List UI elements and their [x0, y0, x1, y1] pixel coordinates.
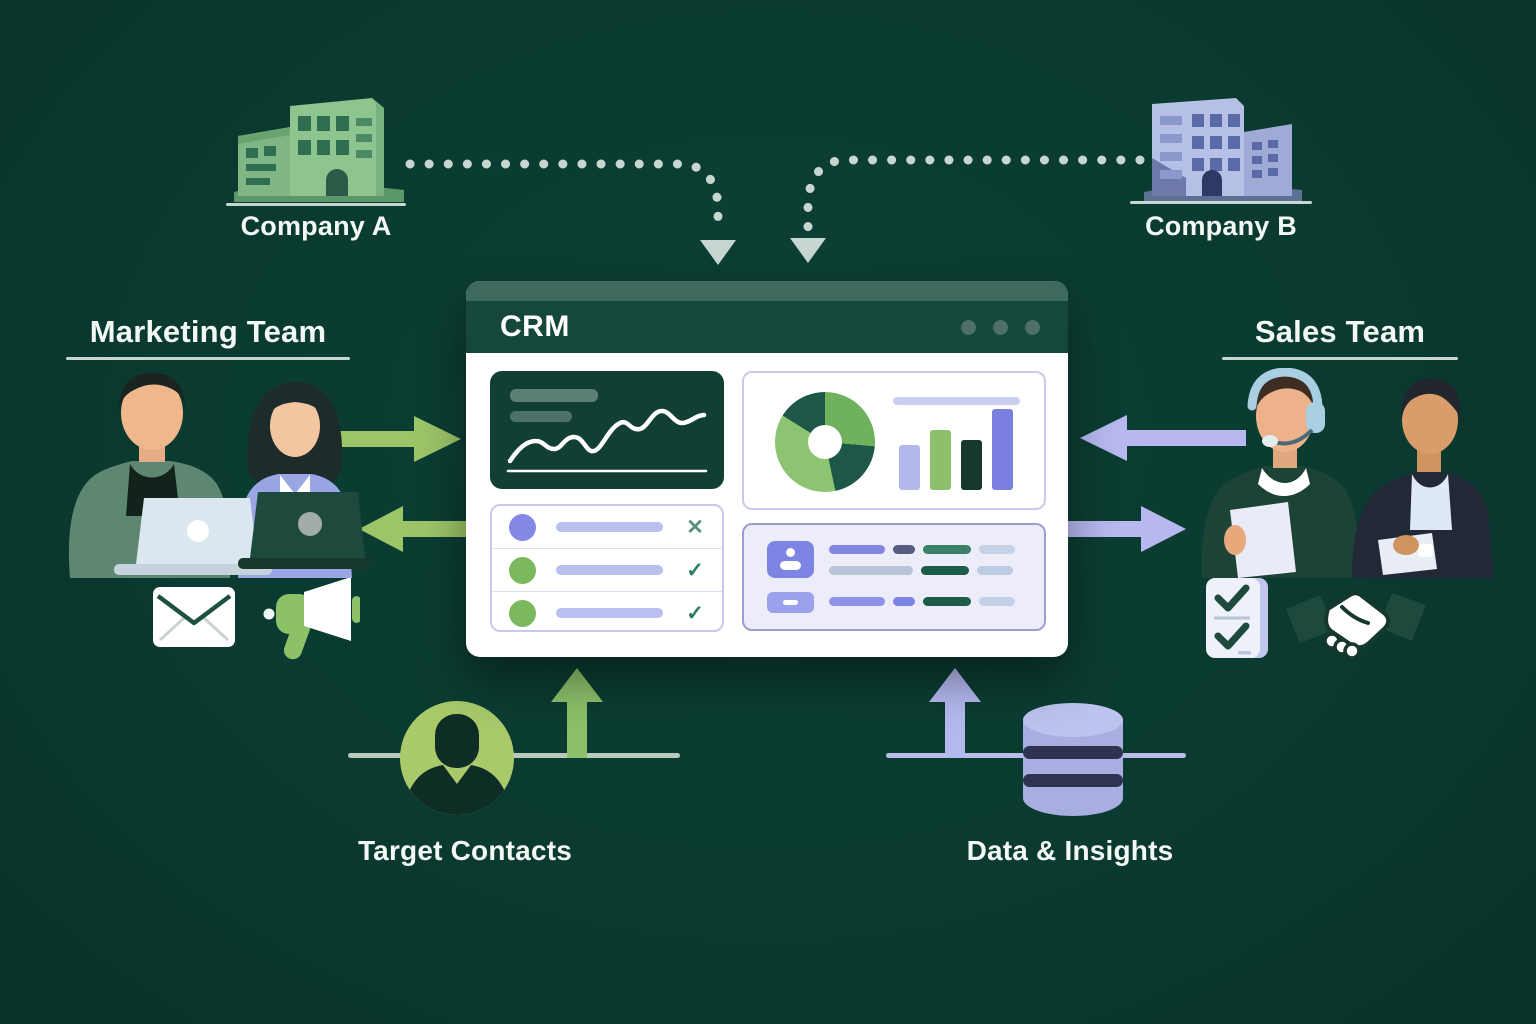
placeholder-text-pill — [556, 608, 663, 618]
arrow-crm-to-sales — [1066, 506, 1186, 552]
task-avatar-circle — [509, 513, 536, 541]
arrow-target-contacts-up — [551, 668, 603, 758]
record-field-row — [829, 566, 1013, 575]
placeholder-pill — [979, 597, 1015, 606]
contact-badge-icon — [767, 592, 814, 613]
record-field-row — [829, 545, 1015, 554]
crm-window: CRM ✕ — [466, 281, 1068, 657]
arrow-crm-to-marketing — [359, 506, 475, 552]
sales-team-heading: Sales Team — [1254, 314, 1426, 349]
company-b-underline — [1130, 201, 1312, 204]
mini-bar — [992, 409, 1013, 490]
marketing-team-underline — [66, 357, 350, 360]
crm-task-list-panel: ✕ ✓ ✓ — [490, 504, 724, 632]
company-b-dotted-arrow — [790, 155, 1145, 263]
handshake-icon — [1286, 591, 1426, 660]
mini-bar — [899, 445, 920, 490]
window-menu-dots-icon — [961, 319, 1040, 335]
mini-bar — [930, 430, 951, 490]
donut-hole — [808, 425, 842, 459]
placeholder-title-bar — [893, 397, 1020, 405]
task-row: ✕ — [492, 506, 722, 549]
placeholder-subtitle-bar — [510, 411, 572, 422]
crm-analytics-panel — [742, 371, 1046, 510]
placeholder-text-pill — [556, 565, 663, 575]
mini-bar — [961, 440, 982, 490]
company-b-label: Company B — [1145, 211, 1297, 241]
task-avatar-circle — [509, 599, 536, 627]
contact-avatar-icon — [400, 701, 514, 815]
arrow-marketing-to-crm — [298, 416, 461, 462]
marketing-team-illustration — [68, 373, 370, 578]
email-icon — [153, 587, 235, 647]
company-b-building-icon — [1144, 98, 1302, 202]
task-avatar-circle — [509, 556, 536, 584]
bar-chart-icon — [899, 407, 1031, 490]
placeholder-pill — [893, 597, 915, 606]
crm-contact-record-panel — [742, 523, 1046, 631]
target-contacts-label: Target Contacts — [357, 835, 573, 866]
arrow-sales-to-crm — [1080, 415, 1246, 461]
placeholder-pill — [829, 597, 885, 606]
line-chart-icon — [506, 408, 708, 473]
record-field-row — [829, 597, 1015, 606]
company-a-dotted-arrow — [405, 159, 736, 265]
placeholder-title-bar — [510, 389, 598, 402]
crm-window-top-strip — [466, 281, 1068, 301]
sales-team-illustration — [1201, 368, 1494, 578]
contact-avatar-icon — [767, 541, 814, 578]
crm-line-chart-panel — [490, 371, 724, 489]
placeholder-pill — [829, 545, 885, 554]
data-insights-label: Data & Insights — [966, 835, 1174, 866]
company-a-building-icon — [234, 98, 404, 202]
target-contacts-baseline — [348, 753, 680, 758]
task-row: ✓ — [492, 549, 722, 592]
checklist-icon — [1206, 578, 1268, 658]
company-a-label: Company A — [240, 211, 392, 241]
check-icon: ✓ — [686, 558, 704, 582]
marketing-team-heading: Marketing Team — [89, 314, 327, 349]
sales-team-underline — [1222, 357, 1458, 360]
arrow-data-insights-up — [929, 668, 981, 758]
placeholder-pill — [923, 597, 971, 606]
placeholder-text-pill — [556, 522, 663, 532]
placeholder-pill — [829, 566, 913, 575]
crm-header: CRM — [466, 301, 1068, 353]
megaphone-icon — [263, 577, 360, 660]
placeholder-pill — [977, 566, 1013, 575]
placeholder-pill — [893, 545, 915, 554]
database-icon — [1023, 703, 1123, 816]
crm-title: CRM — [500, 310, 570, 343]
company-a-underline — [226, 203, 406, 206]
donut-chart-icon — [775, 392, 875, 492]
task-row: ✓ — [492, 592, 722, 634]
cross-icon: ✕ — [686, 515, 704, 539]
placeholder-pill — [923, 545, 971, 554]
placeholder-pill — [921, 566, 969, 575]
placeholder-pill — [979, 545, 1015, 554]
check-icon: ✓ — [686, 601, 704, 625]
